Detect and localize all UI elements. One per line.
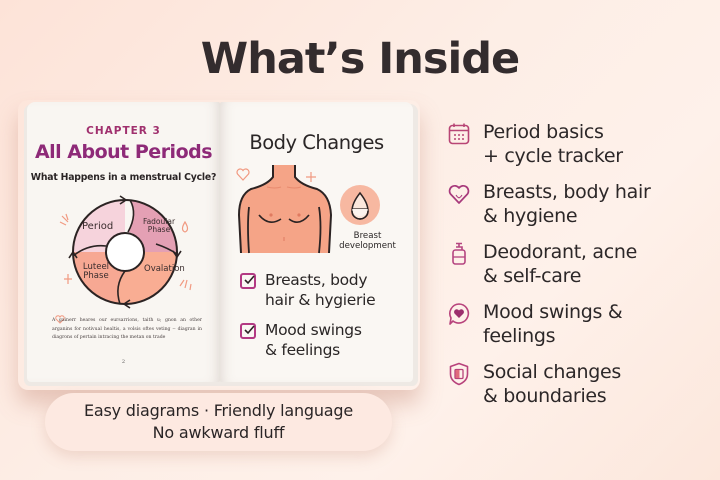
feature-item-period-basics: Period basics + cycle tracker	[448, 120, 718, 168]
feature-item-social-changes: Social changes & boundaries	[448, 360, 718, 408]
heart-speech-bubble-icon	[449, 303, 470, 325]
feature-line2: + cycle tracker	[483, 145, 623, 167]
checklist-item-line1: Breasts, body	[265, 271, 368, 289]
feature-line1: Mood swings &	[483, 301, 623, 323]
cycle-diagram: Period Fadoular Phase Ovalation Luteel P…	[58, 194, 192, 312]
torso-illustration	[237, 165, 332, 254]
feature-line1: Social changes	[483, 361, 621, 383]
tagline-line2: No awkward fluff	[152, 423, 285, 442]
feature-line2: feelings	[483, 325, 556, 347]
tagline-pill: Easy diagrams · Friendly language No awk…	[45, 393, 392, 451]
heart-outline-icon	[236, 168, 250, 181]
cycle-phase-luteal: Luteel Phase	[82, 262, 110, 282]
heart-icon	[448, 184, 470, 204]
calendar-icon	[448, 123, 470, 145]
chapter-label: CHAPTER 3	[86, 125, 161, 137]
feature-line2: & hygiene	[483, 205, 578, 227]
cycle-phase-ovulation: Ovalation	[144, 264, 185, 274]
feature-line1: Breasts, body hair	[483, 181, 651, 203]
sparkle-plus-icon	[306, 172, 316, 182]
feature-line1: Deodorant, acne	[483, 241, 637, 263]
page-number: 2	[121, 359, 126, 365]
cycle-phase-follicular: Fadoular Phase	[142, 217, 176, 235]
feature-line2: & boundaries	[483, 385, 607, 407]
checkbox-checked-icon	[240, 323, 256, 339]
checklist-item: Breasts, body hair & hygierie	[240, 270, 376, 310]
checklist-item-line2: hair & hygierie	[265, 291, 376, 309]
breast-development-icon-circle	[340, 185, 380, 225]
checklist-item: Mood swings & feelings	[240, 320, 362, 360]
page-title: What’s Inside	[200, 34, 520, 84]
breast-development-label: Breast development	[339, 231, 396, 251]
cycle-ring-graphic	[59, 195, 192, 309]
feature-line1: Period basics	[483, 121, 604, 143]
checkbox-checked-icon	[240, 273, 256, 289]
feature-item-breasts-hygiene: Breasts, body hair & hygiene	[448, 180, 718, 228]
breast-development-icon	[351, 191, 369, 220]
body-paragraph: A gainerr heares our eursarrions, taith …	[52, 318, 202, 341]
chapter-title: All About Periods	[34, 141, 213, 163]
cycle-phase-period: Period	[82, 221, 114, 232]
shield-icon	[449, 362, 469, 386]
tagline-line1: Easy diagrams · Friendly language	[83, 401, 354, 420]
feature-item-mood-swings: Mood swings & feelings	[448, 300, 718, 348]
right-page-title: Body Changes	[249, 131, 384, 154]
chapter-subtitle: What Happens in a menstrual Cycle?	[30, 172, 217, 183]
feature-line2: & self-care	[483, 265, 582, 287]
checklist-item-line1: Mood swings	[265, 321, 362, 339]
checklist-item-line2: & feelings	[265, 341, 340, 359]
pump-bottle-icon	[452, 242, 466, 265]
feature-item-deodorant-acne: Deodorant, acne & self-care	[448, 240, 718, 288]
small-heart-icon	[55, 315, 65, 324]
